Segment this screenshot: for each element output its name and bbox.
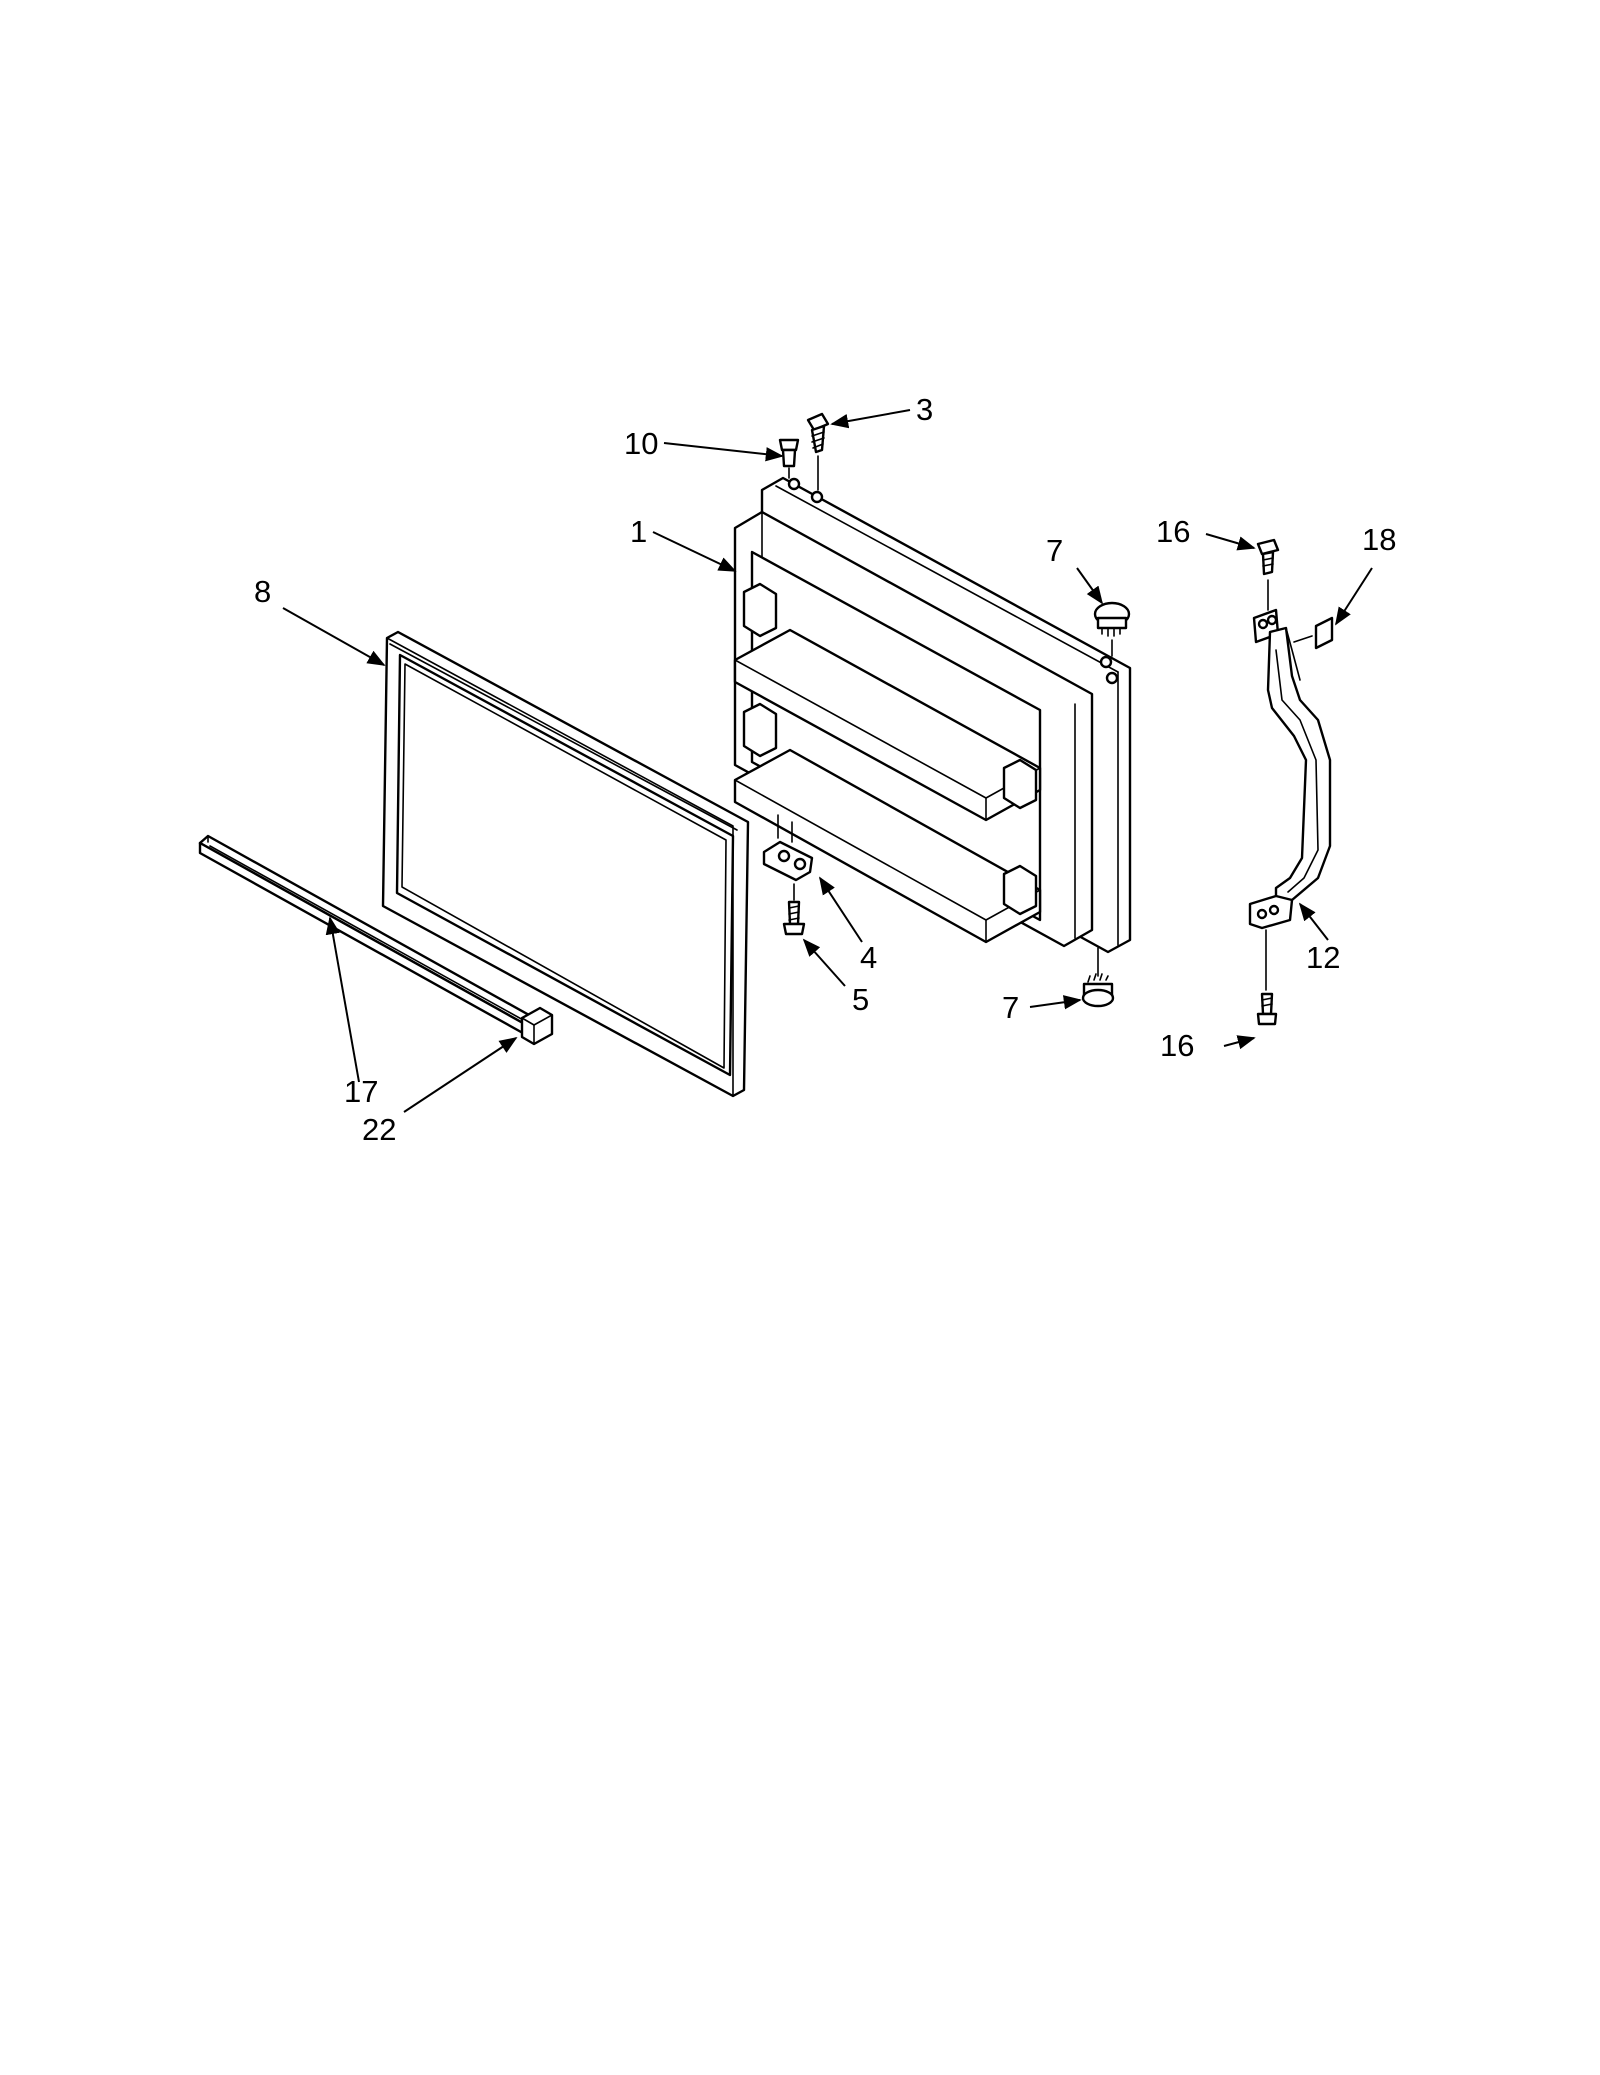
door-gasket-part bbox=[381, 630, 750, 1098]
leader-10 bbox=[663, 442, 784, 462]
bracket-screw-part bbox=[782, 883, 806, 936]
handle-screw-bottom-part bbox=[1256, 929, 1278, 1026]
leader-8 bbox=[282, 607, 386, 666]
strip-clip-part bbox=[520, 1006, 554, 1046]
hinge-bushing-top-part bbox=[1093, 601, 1131, 657]
leader-lines bbox=[282, 409, 1373, 1113]
leader-4 bbox=[819, 876, 863, 943]
callout-7-bottom: 7 bbox=[1002, 990, 1019, 1025]
callout-8: 8 bbox=[254, 574, 271, 609]
callout-7-top: 7 bbox=[1046, 533, 1063, 568]
callout-10: 10 bbox=[624, 426, 658, 461]
leader-17 bbox=[325, 916, 360, 1083]
top-screw-part bbox=[806, 412, 830, 491]
callout-17: 17 bbox=[344, 1074, 378, 1109]
callout-3: 3 bbox=[916, 392, 933, 427]
door-handle-part bbox=[1248, 608, 1332, 930]
door-stop-bracket-part bbox=[762, 814, 814, 882]
callout-12: 12 bbox=[1306, 940, 1340, 975]
leader-7-top bbox=[1076, 567, 1104, 605]
plug-part bbox=[778, 438, 800, 479]
callout-16-bottom: 16 bbox=[1160, 1028, 1194, 1063]
leader-16-bottom bbox=[1223, 1035, 1256, 1050]
callout-22: 22 bbox=[362, 1112, 396, 1147]
callout-labels: 10 3 1 8 7 16 18 4 5 7 12 16 17 22 bbox=[254, 392, 1396, 1147]
leader-22 bbox=[403, 1037, 518, 1113]
callout-18: 18 bbox=[1362, 522, 1396, 557]
handle-screw-top-part bbox=[1256, 538, 1280, 611]
leader-5 bbox=[802, 938, 846, 987]
leader-7-bottom bbox=[1029, 995, 1082, 1010]
leader-3 bbox=[830, 409, 911, 429]
door-liner-part bbox=[733, 476, 1132, 954]
leader-1 bbox=[652, 531, 737, 572]
callout-5: 5 bbox=[852, 982, 869, 1017]
leader-12 bbox=[1298, 902, 1329, 941]
leader-18 bbox=[1335, 567, 1373, 626]
nameplate-part bbox=[1293, 616, 1334, 650]
breaker-strip-part bbox=[198, 834, 540, 1039]
leader-16-top bbox=[1205, 533, 1256, 551]
callout-1: 1 bbox=[630, 514, 647, 549]
callout-16-top: 16 bbox=[1156, 514, 1190, 549]
callout-4: 4 bbox=[860, 940, 877, 975]
hinge-bushing-bottom-part bbox=[1081, 947, 1115, 1008]
